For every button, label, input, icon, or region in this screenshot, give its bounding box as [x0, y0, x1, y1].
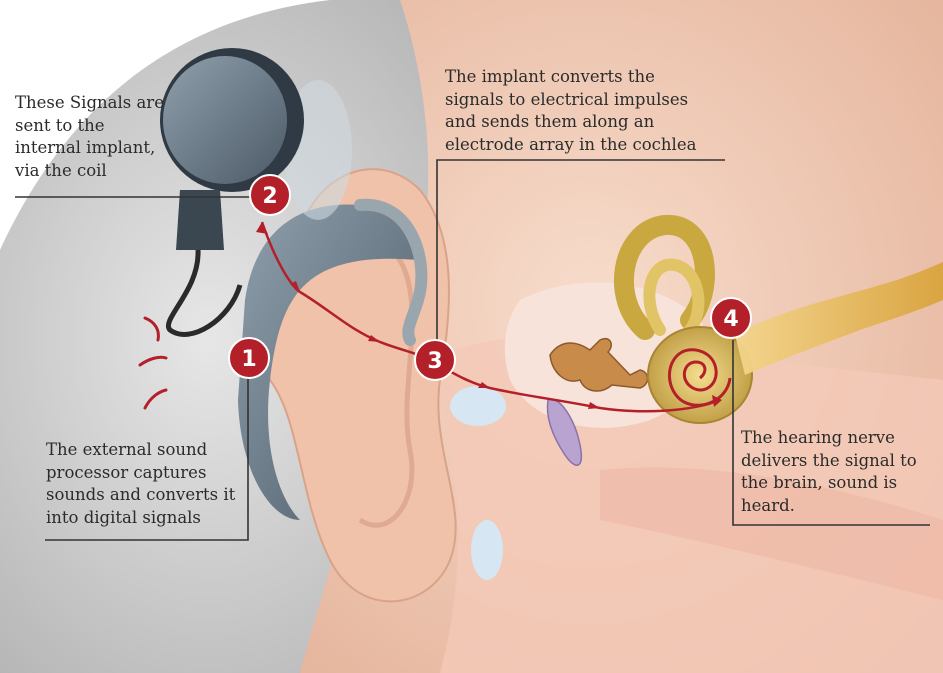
electrode-spiral [668, 348, 732, 407]
arrowhead-2 [290, 281, 300, 292]
step-marker-1: 1 [228, 337, 270, 379]
step-marker-4: 4 [710, 297, 752, 339]
semicircular-canals [614, 215, 715, 340]
air-pocket-2 [471, 520, 503, 580]
arrowhead-5 [588, 402, 600, 409]
air-pocket [450, 386, 506, 426]
arrowhead-1 [256, 222, 268, 234]
step-3-caption: The implant converts the signals to elec… [445, 67, 697, 154]
sound-arrow-3 [143, 388, 168, 410]
sound-wave-arrows [138, 316, 168, 410]
processor-hook [354, 198, 428, 346]
arrowhead-4 [478, 382, 490, 388]
cochlea [647, 326, 753, 424]
step-marker-2-number: 2 [262, 184, 277, 209]
step-1-caption: The external sound processor captures so… [46, 440, 236, 527]
step-4-caption: The hearing nerve delivers the signal to… [741, 428, 917, 515]
leader-lines [15, 159, 930, 541]
arrowhead-6 [712, 395, 722, 407]
step-marker-3-number: 3 [427, 349, 442, 374]
eustachian-area [600, 467, 943, 600]
leader-line-3 [436, 159, 725, 345]
sound-arrow-2 [138, 355, 168, 367]
canal-2 [643, 258, 705, 336]
eardrum [546, 398, 582, 466]
hearing-nerve [735, 262, 943, 375]
step-2-caption: These Signals are sent to the internal i… [15, 93, 164, 180]
leader-line-1 [45, 370, 249, 541]
step-marker-2: 2 [249, 174, 291, 216]
sound-arrow-1 [143, 316, 160, 342]
arrowhead-3 [368, 335, 380, 342]
signal-path-arrows [256, 222, 722, 409]
coil-face [163, 56, 287, 184]
step-marker-1-number: 1 [241, 347, 256, 372]
step-marker-4-number: 4 [723, 307, 738, 332]
coil-cable [165, 249, 243, 337]
coil-cable-plug [176, 190, 224, 250]
processor-body [238, 204, 419, 520]
canal-1 [614, 215, 715, 340]
step-marker-3: 3 [414, 339, 456, 381]
leader-line-4 [732, 340, 930, 526]
